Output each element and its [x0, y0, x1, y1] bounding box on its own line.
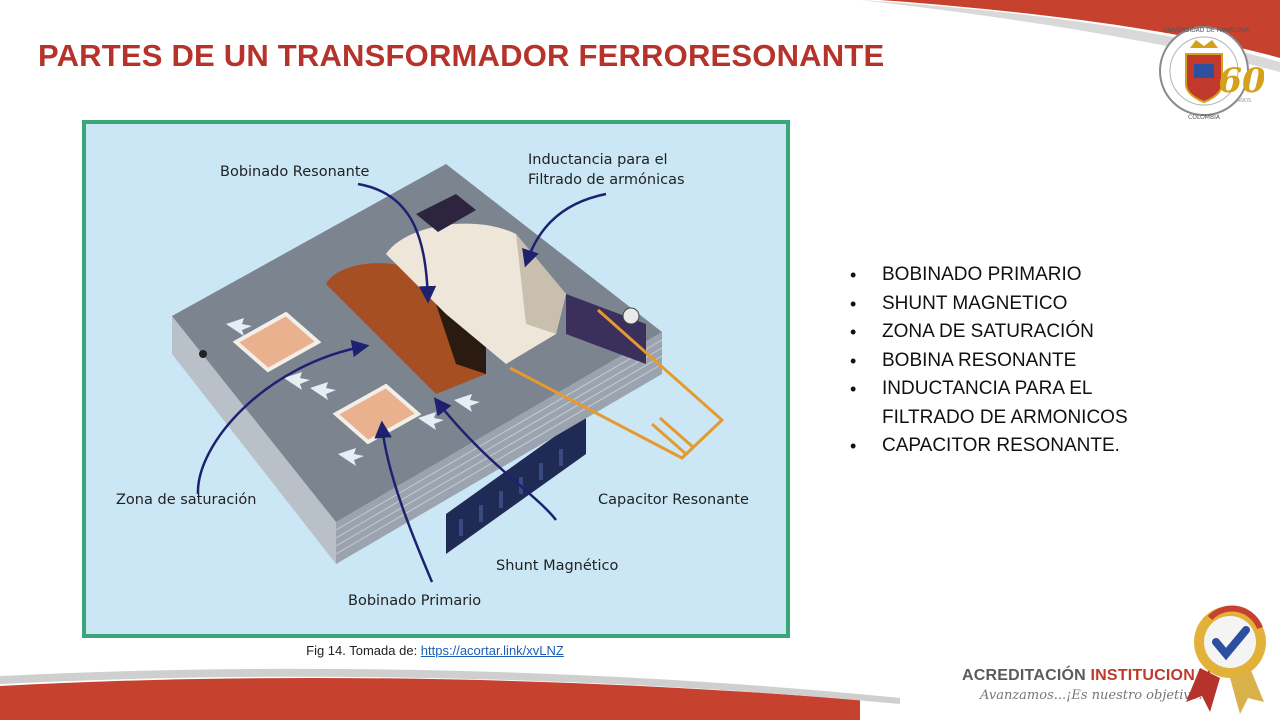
caption-source-link[interactable]: https://acortar.link/xvLNZ: [420, 643, 564, 658]
label-capacitor-resonante: Capacitor Resonante: [598, 492, 749, 508]
accreditation-word1: ACREDITACIÓN: [962, 667, 1091, 684]
label-inductancia-line2: Filtrado de armónicas: [528, 172, 685, 188]
label-zona-saturacion: Zona de saturación: [116, 492, 257, 508]
bullet-item: BOBINA RESONANTE: [850, 347, 1162, 376]
label-bobinado-resonante: Bobinado Resonante: [220, 164, 370, 180]
bullet-item: BOBINADO PRIMARIO: [850, 261, 1162, 290]
bullet-item: ZONA DE SATURACIÓN: [850, 318, 1162, 347]
page-title: PARTES DE UN TRANSFORMADOR FERRORESONANT…: [38, 38, 885, 73]
label-shunt-magnetico: Shunt Magnético: [496, 558, 619, 574]
accreditation-word2: INSTITUCIONAL: [1090, 667, 1217, 684]
accreditation-medal-icon: [1186, 605, 1266, 714]
accreditation-tagline: Avanzamos...¡Es nuestro objetivo!: [980, 688, 1204, 703]
label-bobinado-primario: Bobinado Primario: [348, 593, 482, 609]
svg-text:AÑOS: AÑOS: [1237, 97, 1251, 104]
university-seal-logo: UNIVERSIDAD DE PAMPLONA COLOMBIA 60 AÑOS: [1159, 26, 1264, 121]
caption-prefix: Fig 14. Tomada de:: [306, 643, 421, 658]
accreditation-title: ACREDITACIÓN INSTITUCIONAL: [962, 667, 1217, 685]
parts-bullet-list: BOBINADO PRIMARIO SHUNT MAGNETICO ZONA D…: [850, 261, 1162, 461]
label-inductancia-line1: Inductancia para el: [528, 152, 668, 168]
figure-caption: Fig 14. Tomada de: https://acortar.link/…: [0, 643, 870, 658]
bullet-item: SHUNT MAGNETICO: [850, 290, 1162, 319]
svg-text:COLOMBIA: COLOMBIA: [1188, 114, 1221, 121]
svg-text:UNIVERSIDAD DE PAMPLONA: UNIVERSIDAD DE PAMPLONA: [1163, 27, 1250, 34]
transformer-illustration: [172, 164, 725, 583]
svg-text:60: 60: [1218, 61, 1264, 101]
bullet-item: INDUCTANCIA PARA EL FILTRADO DE ARMONICO…: [850, 375, 1162, 432]
bullet-item: CAPACITOR RESONANTE.: [850, 432, 1162, 461]
transformer-figure: Bobinado Resonante Inductancia para el F…: [82, 120, 790, 638]
